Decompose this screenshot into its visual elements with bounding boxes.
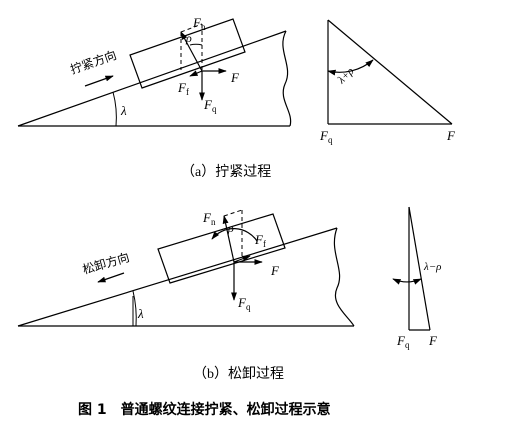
lambda-arc-b (132, 290, 137, 327)
triangle-f-label-a: F (446, 128, 456, 143)
figure-caption: 图 1 普通螺纹连接拧紧、松卸过程示意 (78, 401, 331, 418)
f-label-b: F (270, 263, 280, 278)
block-a (129, 18, 246, 89)
direction-label-a: 拧紧方向 (68, 47, 118, 77)
triangle-angle-label-b: λ−ρ (423, 261, 441, 273)
break-line-a (282, 30, 292, 127)
rho-label-a: ρ (185, 31, 192, 45)
direction-arrow-b (97, 272, 125, 283)
fn-arrow-b (222, 215, 235, 263)
dash-top-a (180, 23, 203, 33)
caption-a: （a）拧紧过程 (181, 164, 271, 180)
caption-b: （b）松卸过程 (193, 366, 284, 382)
panel-a: λ 拧紧方向 ρ Fn Ff F Fq λ+ρ Fq F （a）拧紧过程 (17, 15, 456, 180)
fn-arrow-a (180, 31, 203, 72)
triangle-hypotenuse-a (327, 19, 453, 125)
fn-label-b: Fn (202, 210, 216, 227)
fq-label-a: Fq (203, 97, 217, 114)
angle-arc-b (392, 278, 422, 285)
triangle-angle-label-a: λ+ρ (335, 65, 357, 87)
direction-arrow-a (84, 75, 114, 87)
triangle-fq-label-b: Fq (396, 333, 410, 350)
rho-arc-b (211, 228, 258, 242)
ff-label-b: Ff (254, 232, 266, 249)
triangle-f-label-b: F (428, 333, 438, 348)
triangle-hypotenuse-b (408, 206, 431, 331)
f-label-a: F (230, 70, 240, 85)
fq-label-b: Fq (237, 295, 251, 312)
triangle-fq-label-a: Fq (319, 128, 333, 145)
rho-arc-a (189, 43, 203, 46)
angle-arc-a (327, 59, 374, 76)
dash-top-b (223, 209, 243, 217)
rho-label-b: ρ (227, 221, 234, 235)
ff-arrow-a (189, 70, 203, 77)
fn-label-a: Fn (192, 15, 206, 32)
incline-slope-line-a (17, 30, 287, 127)
lambda-label-a: λ (120, 103, 127, 118)
ff-label-a: Ff (177, 80, 189, 97)
break-line-b (333, 227, 355, 327)
ff-arrow-b (233, 255, 251, 263)
lambda-label-b: λ (137, 306, 144, 321)
lambda-arc-a (112, 91, 117, 127)
panel-b: λ 松卸方向 ρ Fn Ff F Fq λ−ρ Fq F （b）松卸过程 (17, 206, 441, 382)
